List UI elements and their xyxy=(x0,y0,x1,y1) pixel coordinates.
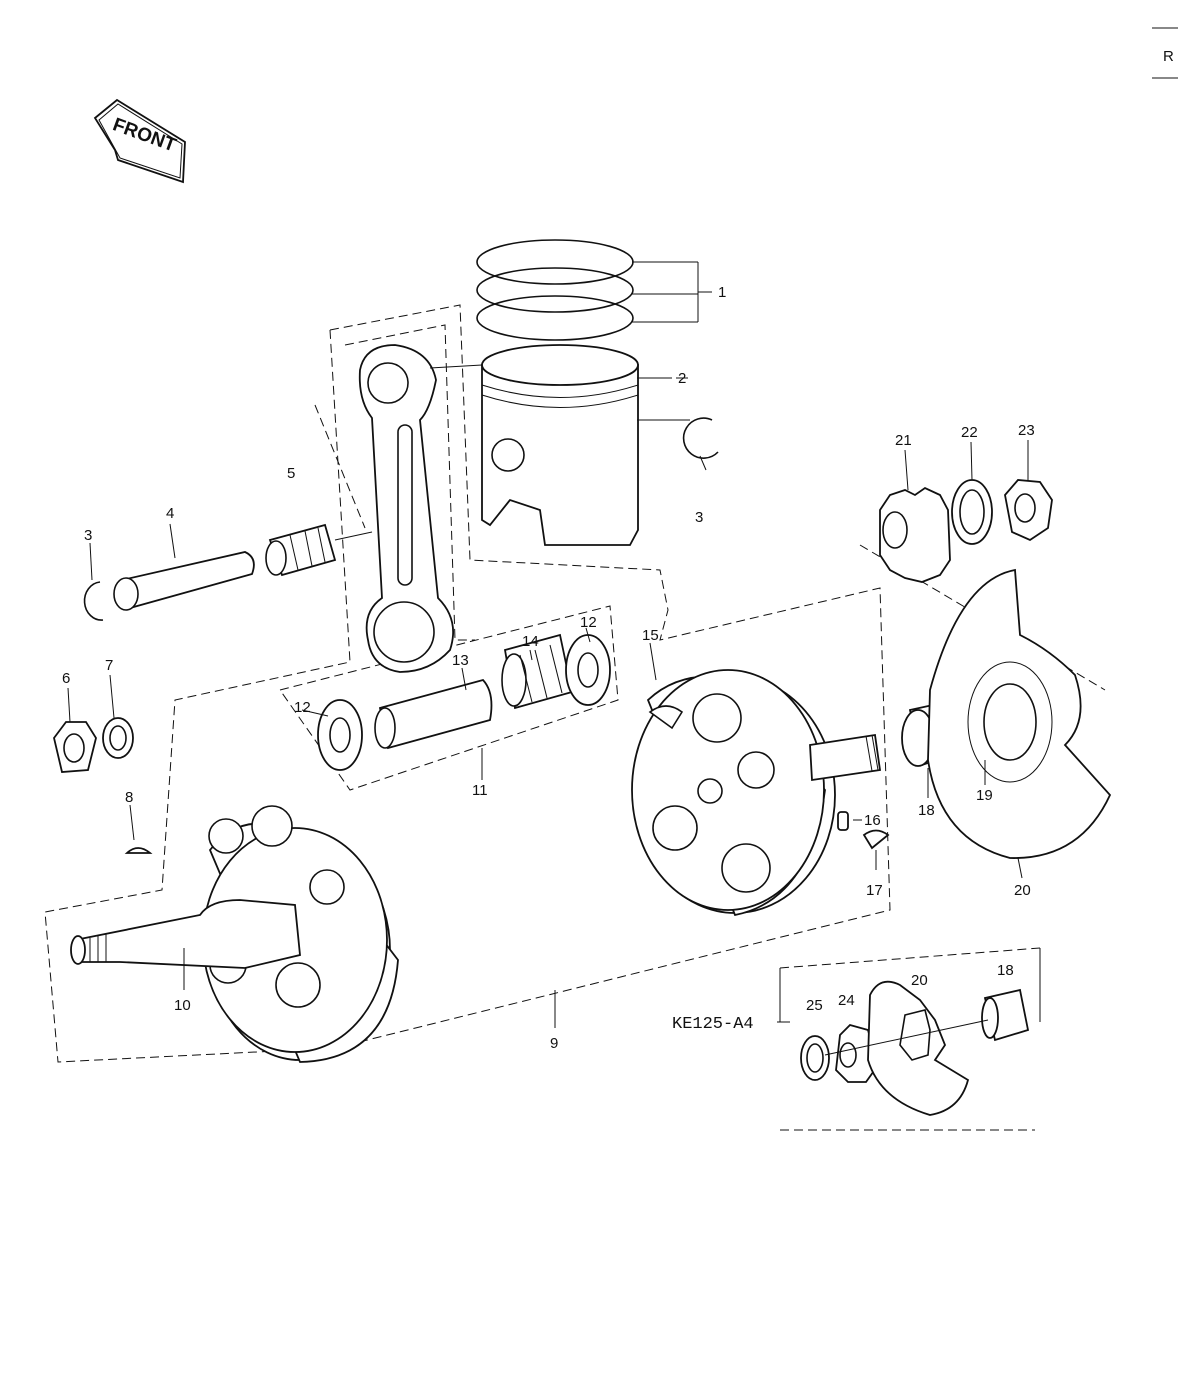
callout-15: 15 xyxy=(642,627,659,644)
callout-22: 22 xyxy=(961,424,978,441)
callout-13: 13 xyxy=(452,652,469,669)
callout-20-variant: 20 xyxy=(911,972,928,989)
page-marker-text: R xyxy=(1163,48,1174,65)
woodruff-key-left xyxy=(124,847,153,854)
callout-9: 9 xyxy=(550,1035,558,1052)
callout-3-left: 3 xyxy=(84,527,92,544)
callout-7: 7 xyxy=(105,657,113,674)
washer-left xyxy=(102,717,134,759)
piston-pin xyxy=(113,551,255,611)
woodruff-key-right xyxy=(862,829,890,850)
small-end-bearing xyxy=(265,523,373,577)
callout-17: 17 xyxy=(866,882,883,899)
callout-1: 1 xyxy=(718,284,726,301)
callout-8: 8 xyxy=(125,789,133,806)
assembly-guide-lines xyxy=(44,304,1106,1131)
circlip-right xyxy=(637,417,719,459)
gear-washer xyxy=(951,479,993,545)
model-variant-label: KE125-A4 xyxy=(672,1015,754,1034)
primary-gear xyxy=(879,486,951,583)
crank-half-left xyxy=(70,805,399,1063)
piston-rings xyxy=(476,239,712,341)
crank-half-right xyxy=(631,669,882,917)
callout-23: 23 xyxy=(1018,422,1035,439)
variant-parts xyxy=(800,980,1030,1116)
crankpin-assembly xyxy=(317,633,611,780)
callout-16: 16 xyxy=(864,812,881,829)
connecting-rod xyxy=(358,344,483,673)
page-marker: R xyxy=(1152,27,1178,79)
callout-10: 10 xyxy=(174,997,191,1014)
piston xyxy=(481,344,672,546)
callout-14: 14 xyxy=(522,633,539,650)
callout-19: 19 xyxy=(976,787,993,804)
leader-lines xyxy=(67,377,1029,1028)
rotary-disc xyxy=(927,568,1112,859)
nut-left xyxy=(53,721,97,773)
callout-3-right: 3 xyxy=(695,509,703,526)
callout-6: 6 xyxy=(62,670,70,687)
callout-20-right: 20 xyxy=(1014,882,1031,899)
callout-12-right: 12 xyxy=(580,614,597,631)
callout-4: 4 xyxy=(166,505,174,522)
callout-2: 2 xyxy=(678,370,686,387)
dowel-pin xyxy=(837,811,849,831)
callout-18-right: 18 xyxy=(918,802,935,819)
front-arrow-icon: FRONT xyxy=(93,98,186,184)
callout-12-left: 12 xyxy=(294,699,311,716)
callout-labels: 1 2 3 3 4 5 6 7 8 9 10 11 12 12 13 14 15… xyxy=(62,284,1035,1052)
callout-25: 25 xyxy=(806,997,823,1014)
callout-11: 11 xyxy=(472,782,488,799)
circlip-left xyxy=(83,581,104,621)
callout-18-variant: 18 xyxy=(997,962,1014,979)
nut-right xyxy=(1004,479,1053,542)
callout-5: 5 xyxy=(287,465,295,482)
callout-24: 24 xyxy=(838,992,855,1009)
callout-21: 21 xyxy=(895,432,912,449)
